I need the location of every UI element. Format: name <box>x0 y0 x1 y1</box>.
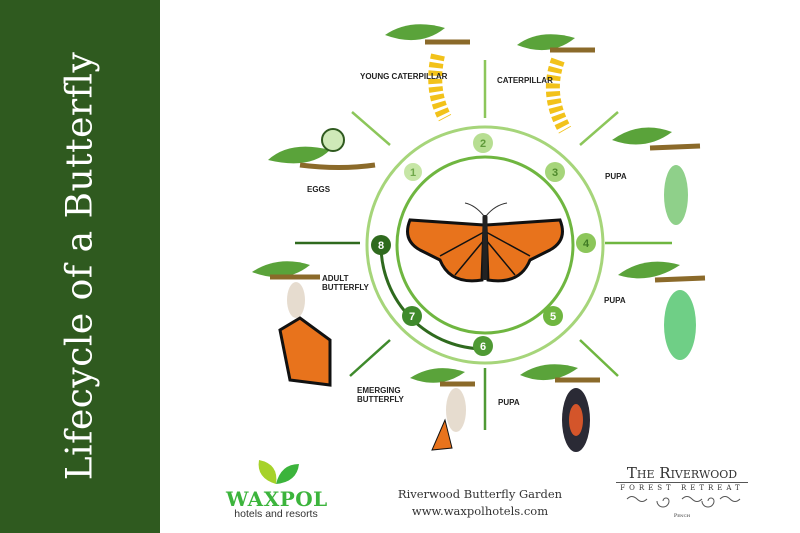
label-pupa-2: PUPA <box>604 296 626 305</box>
sidebar: Lifecycle of a Butterfly <box>0 0 160 533</box>
svg-text:4: 4 <box>583 238 590 250</box>
waxpol-logo: WAXPOL hotels and resorts <box>226 458 328 520</box>
inner-ring <box>395 155 575 335</box>
pupa-1-illustration <box>612 127 701 225</box>
label-caterpillar: CATERPILLAR <box>497 76 553 85</box>
svg-text:2: 2 <box>480 138 486 150</box>
stage-badge-1[interactable]: 1 <box>402 161 424 183</box>
label-pupa-3: PUPA <box>498 398 520 407</box>
label-emerging-butterfly: EMERGING BUTTERFLY <box>357 386 404 404</box>
stage-badge-8[interactable]: 8 <box>371 235 391 255</box>
waxpol-tagline: hotels and resorts <box>234 508 318 520</box>
stage-badge-7[interactable]: 7 <box>402 306 422 326</box>
caterpillar-illustration <box>517 34 595 134</box>
garden-name: Riverwood Butterfly Garden <box>397 487 563 501</box>
svg-text:8: 8 <box>378 240 384 252</box>
stage-badge-2[interactable]: 2 <box>473 133 493 153</box>
monarch-butterfly-illustration <box>406 202 564 283</box>
young-caterpillar-illustration <box>385 24 470 122</box>
riverwood-logo: The Riverwood FOREST RETREAT Pench <box>612 465 752 519</box>
website-link[interactable]: www.waxpolhotels.com <box>411 504 549 518</box>
svg-text:1: 1 <box>410 167 416 179</box>
leaf-logo-icon <box>258 460 299 484</box>
footer-info: Riverwood Butterfly Garden www.waxpolhot… <box>380 486 580 520</box>
svg-text:3: 3 <box>552 167 558 179</box>
radial-lines <box>295 60 672 430</box>
stage-badge-5[interactable]: 5 <box>543 306 563 326</box>
label-adult-butterfly: ADULT BUTTERFLY <box>322 274 369 292</box>
riverwood-name: The Riverwood <box>626 464 738 482</box>
adult-butterfly-illustration <box>252 261 332 387</box>
outer-ring <box>365 125 605 365</box>
pupa-3-illustration <box>520 364 600 452</box>
stage-badge-3[interactable]: 3 <box>545 162 565 182</box>
eggs-illustration <box>268 128 376 170</box>
stage-badge-6[interactable]: 6 <box>473 336 493 356</box>
svg-text:6: 6 <box>480 341 486 353</box>
waxpol-name: WAXPOL <box>226 487 328 511</box>
svg-text:7: 7 <box>409 311 415 323</box>
riverwood-location: Pench <box>673 513 691 519</box>
label-young-caterpillar: YOUNG CATERPILLAR <box>360 72 448 81</box>
label-eggs: EGGS <box>307 185 331 194</box>
riverwood-subtitle: FOREST RETREAT <box>616 482 748 493</box>
ornament-icon <box>626 496 741 508</box>
label-pupa-1: PUPA <box>605 172 627 181</box>
stage-badge-4[interactable]: 4 <box>576 233 596 253</box>
emerging-butterfly-illustration <box>410 368 475 451</box>
svg-text:5: 5 <box>550 311 556 323</box>
lifecycle-diagram: 1 2 3 4 5 6 7 8 <box>252 24 706 452</box>
poster-title: Lifecycle of a Butterfly <box>59 51 101 481</box>
pupa-2-illustration <box>618 261 706 360</box>
